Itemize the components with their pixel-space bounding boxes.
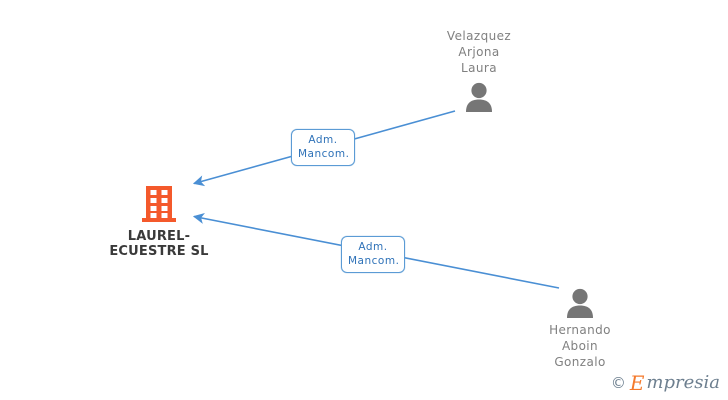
- building-icon: [142, 186, 176, 222]
- empresia-watermark: © E mpresia: [611, 373, 720, 393]
- edge-label-hernando-to-laurel[interactable]: Adm. Mancom.: [341, 236, 405, 273]
- person-node-label: Velazquez Arjona Laura: [446, 29, 512, 75]
- copyright-icon: ©: [610, 373, 626, 392]
- edge-label-velazquez-to-laurel[interactable]: Adm. Mancom.: [291, 129, 355, 166]
- person-icon: [567, 288, 593, 318]
- person-node-velazquez-arjona-laura[interactable]: Velazquez Arjona Laura: [399, 28, 559, 112]
- brand-name: mpresia: [646, 372, 720, 393]
- brand-initial: E: [629, 371, 645, 395]
- person-node-hernando-aboin-gonzalo[interactable]: Hernando Aboin Gonzalo: [500, 288, 660, 370]
- person-icon: [466, 82, 492, 112]
- person-node-label: Hernando Aboin Gonzalo: [549, 323, 611, 369]
- company-node-laurel-ecuestre-sl[interactable]: LAUREL- ECUESTRE SL: [74, 184, 244, 259]
- company-node-label: LAUREL- ECUESTRE SL: [109, 229, 209, 259]
